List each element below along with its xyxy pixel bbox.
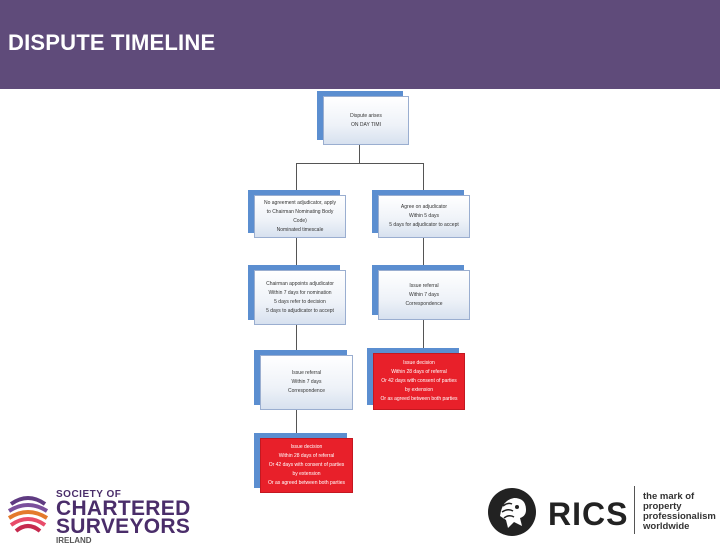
box-text: Issue decision xyxy=(403,360,435,366)
rics-tagline-line: the mark of xyxy=(643,491,695,502)
header-bar: DISPUTE TIMELINE xyxy=(0,0,720,89)
box-no-agreement: No agreement adjudicator, apply to Chair… xyxy=(254,195,346,238)
box-text: 5 days for adjudicator to accept xyxy=(389,222,459,228)
box-text: Issue decision xyxy=(290,444,323,450)
connector-left-down xyxy=(296,163,297,195)
box-issue-referral-right: Issue referral Within 7 days Corresponde… xyxy=(378,270,470,320)
box-text: Within 28 days of referral xyxy=(278,453,335,459)
scs-line3: SURVEYORS xyxy=(56,515,191,538)
scs-line2: CHARTERED xyxy=(56,497,191,520)
box-issue-decision-left: Issue decision Within 28 days of referra… xyxy=(260,438,353,493)
box-text: to Chairman Nominating Body xyxy=(266,208,334,215)
box-text: Within 5 days xyxy=(408,213,439,219)
box-text: Issue referral xyxy=(291,370,322,376)
box-text: ON DAY TIMI xyxy=(350,121,381,128)
box-text: Correspondence xyxy=(288,388,325,394)
box-text: Within 28 days of referral xyxy=(391,369,447,375)
box-text: Code) xyxy=(293,217,307,224)
box-text: No agreement adjudicator, apply xyxy=(264,199,336,206)
connector-right-2-3 xyxy=(423,320,424,353)
box-text: Nominated timescale xyxy=(276,226,324,233)
box-text: Correspondence xyxy=(405,300,443,307)
connector-left-3-4 xyxy=(296,410,297,438)
box-text: Chairman appoints adjudicator xyxy=(266,280,334,287)
box-text: Or 42 days with consent of parties xyxy=(381,378,457,384)
rics-divider xyxy=(634,486,635,534)
connector-right-1-2 xyxy=(423,238,424,270)
box-dispute-arises: Dispute arises ON DAY TIMI xyxy=(323,96,409,145)
scs-logo-text: SOCIETY OF CHARTERED SURVEYORS IRELAND xyxy=(56,490,191,546)
box-text: Within 7 days for nomination xyxy=(268,289,332,296)
lion-icon xyxy=(488,488,536,536)
connector-top-down xyxy=(359,145,360,163)
rics-tagline-line: professionalism xyxy=(643,511,716,522)
connector-left-2-3 xyxy=(296,325,297,355)
connector-horizontal xyxy=(296,163,423,164)
box-issue-referral-left: Issue referral Within 7 days Corresponde… xyxy=(260,355,353,410)
box-text: 5 days to adjudicator to accept xyxy=(266,307,334,314)
rics-tagline-line: worldwide xyxy=(643,521,690,532)
box-issue-decision-right: Issue decision Within 28 days of referra… xyxy=(373,353,465,410)
box-text: Or as agreed between both parties xyxy=(380,396,458,402)
box-text: Dispute arises xyxy=(350,112,382,119)
box-text: Agree on adjudicator xyxy=(400,204,448,210)
rics-tagline-line: property xyxy=(643,501,682,512)
box-text: Within 7 days xyxy=(291,379,322,385)
box-text: Issue referral xyxy=(409,282,439,289)
box-text: by extension xyxy=(404,387,434,393)
connector-left-1-2 xyxy=(296,238,297,270)
box-agree-adjudicator: Agree on adjudicator Within 5 days 5 day… xyxy=(378,195,470,238)
box-text: Or as agreed between both parties xyxy=(268,480,345,486)
box-text: 5 days refer to decision xyxy=(274,298,326,305)
scs-emblem-icon xyxy=(7,492,49,534)
page-title: DISPUTE TIMELINE xyxy=(8,30,216,55)
box-text: by extension xyxy=(292,471,321,477)
rics-tagline: the mark of property professionalism wor… xyxy=(643,492,720,532)
connector-right-down xyxy=(423,163,424,195)
box-text: Within 7 days xyxy=(408,291,439,298)
scs-line1: SOCIETY OF xyxy=(56,489,122,500)
box-chairman-appoints: Chairman appoints adjudicator Within 7 d… xyxy=(254,270,346,325)
box-text: Or 42 days with consent of parties xyxy=(268,462,345,468)
rics-name: RICS xyxy=(548,496,629,532)
